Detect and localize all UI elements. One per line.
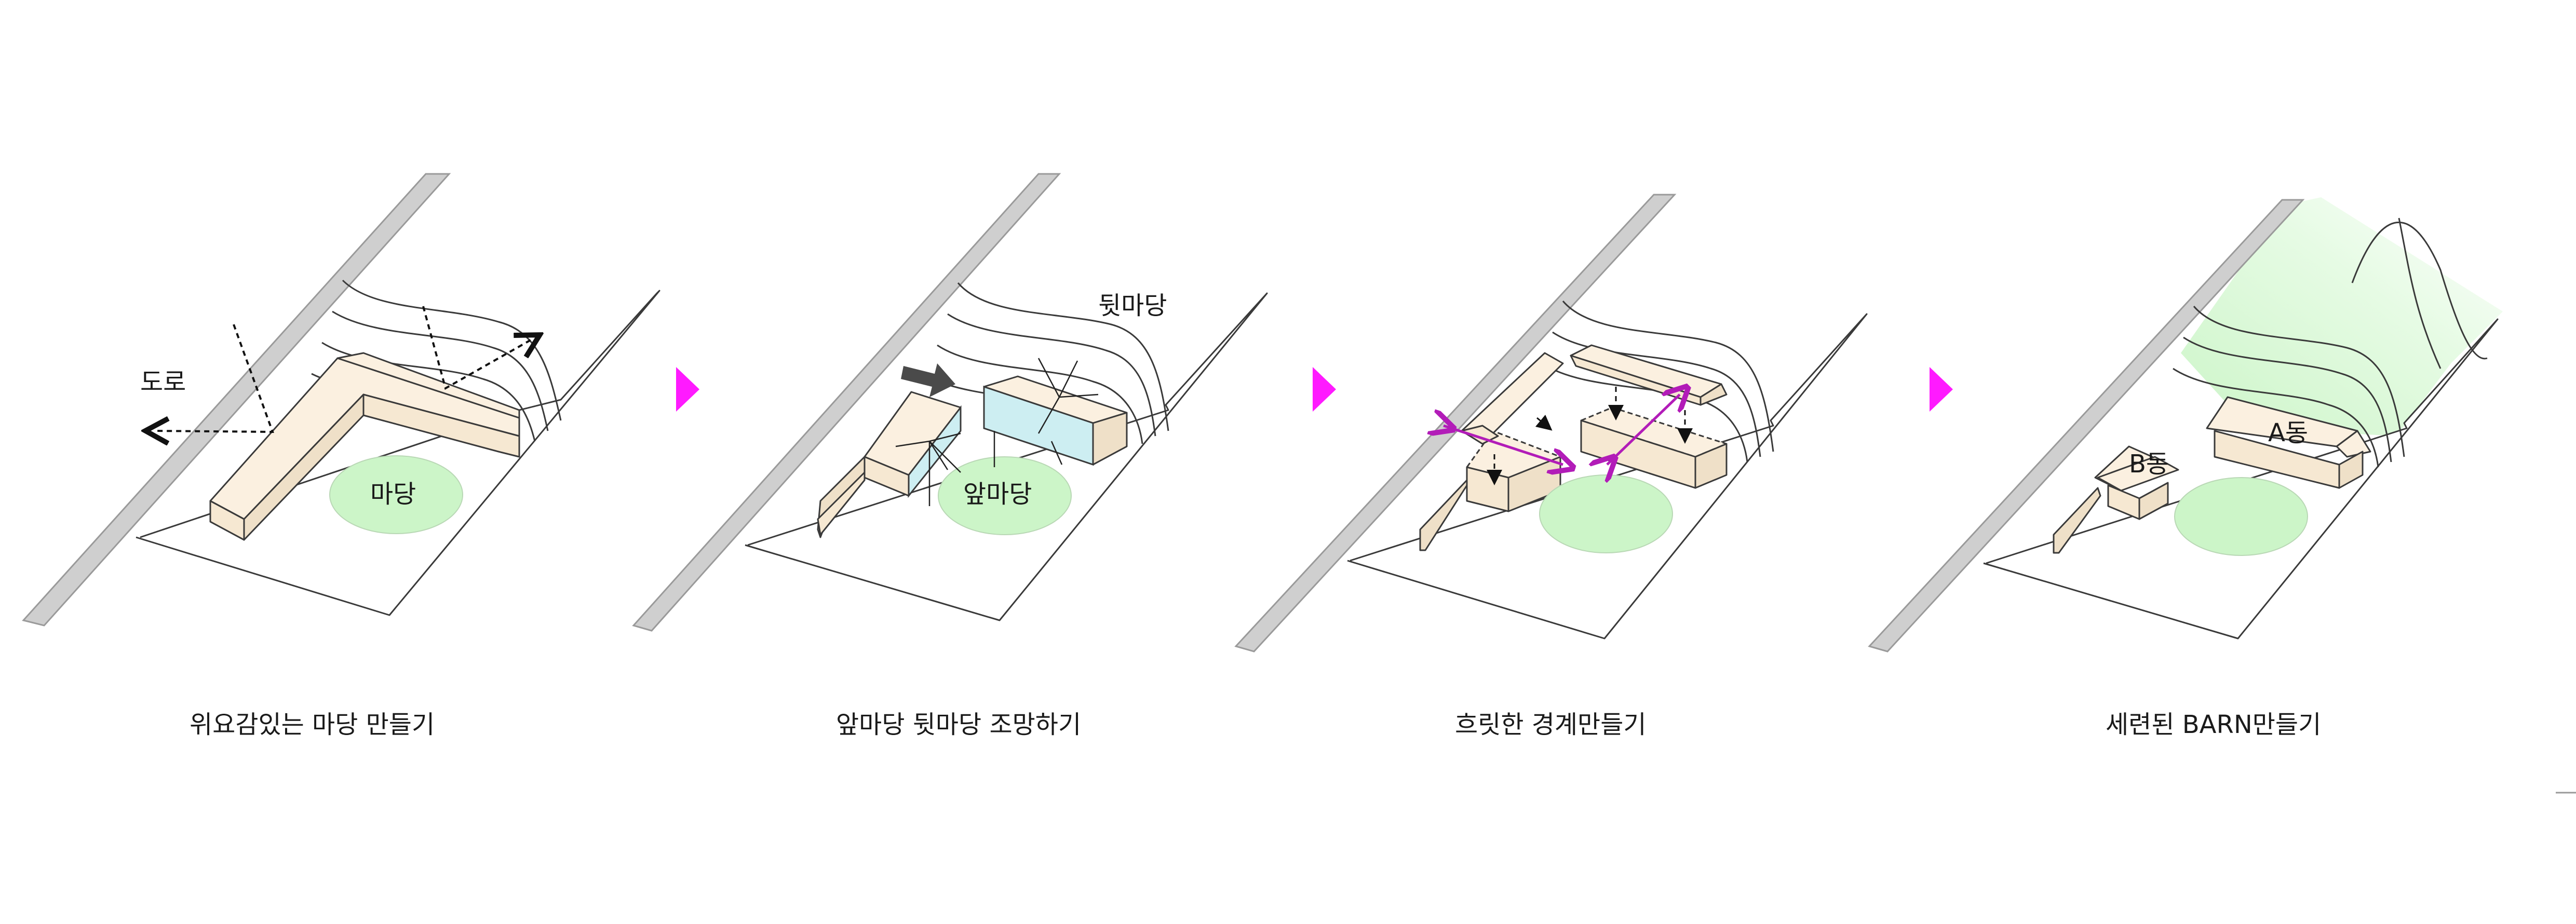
panel-3: 흐릿한 경계만들기 <box>1234 194 1868 739</box>
site-outline <box>1983 318 2499 640</box>
caption-panel-1: 위요감있는 마당 만들기 <box>190 710 435 739</box>
road-strip <box>22 173 451 627</box>
label-road: 도로 <box>140 368 186 397</box>
yard-ellipse <box>2174 477 2308 556</box>
label-building-b: B동 <box>2129 450 2169 479</box>
view-lines <box>895 358 1099 506</box>
contour-lines <box>2173 218 2488 468</box>
panel-4: B동 A동 세련된 BARN만들기 <box>1868 197 2503 739</box>
hill-view-dashed-arrow <box>422 306 531 390</box>
left-building <box>817 391 962 538</box>
road-view-dashed-arrow <box>156 324 274 432</box>
building-a <box>2206 396 2371 489</box>
road-strip <box>632 173 1061 632</box>
contour-lines <box>926 282 1169 444</box>
step-arrow-1-icon <box>676 367 699 412</box>
shift-arrow-icon <box>901 363 955 397</box>
blur-boundary-arrow-h <box>1444 426 1563 465</box>
label-backyard: 뒷마당 <box>1098 291 1167 320</box>
label-building-a: A동 <box>2268 418 2308 447</box>
building-b <box>2053 445 2179 554</box>
panel-2: 뒷마당 앞마당 앞마당 뒷마당 조망하기 <box>632 173 1268 739</box>
label-front-yard: 앞마당 <box>963 480 1032 509</box>
courtyard-ellipse <box>329 455 463 534</box>
caption-panel-4: 세련된 BARN만들기 <box>2106 710 2321 739</box>
blur-boundary-arrow-v <box>1607 395 1680 465</box>
yard-ellipse <box>1539 474 1673 553</box>
l-shaped-mass <box>209 352 520 541</box>
hill-gradient <box>2181 197 2503 436</box>
caption-panel-2: 앞마당 뒷마당 조망하기 <box>836 710 1081 739</box>
right-gable-roof <box>1570 344 1728 406</box>
step-arrow-3-icon <box>1930 367 1953 412</box>
site-outline <box>136 290 660 616</box>
road-strip <box>1868 199 2305 653</box>
right-building <box>983 375 1128 466</box>
front-yard-ellipse <box>938 456 1072 535</box>
contour-lines <box>311 279 562 442</box>
step-arrow-2-icon <box>1313 367 1336 412</box>
caption-panel-3: 흐릿한 경계만들기 <box>1455 710 1647 739</box>
panel-1: 도로 마당 위요감있는 마당 만들기 <box>22 173 660 739</box>
label-yard: 마당 <box>370 480 416 509</box>
